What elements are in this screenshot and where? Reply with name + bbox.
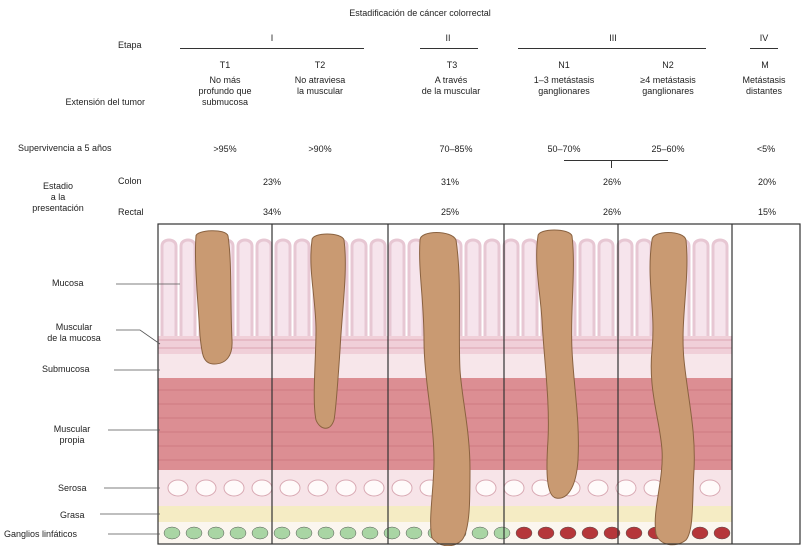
villus bbox=[238, 240, 252, 336]
lymph-node bbox=[274, 527, 290, 539]
villus bbox=[694, 240, 708, 336]
lymph-node bbox=[208, 527, 224, 539]
lymph-node bbox=[296, 527, 312, 539]
villus bbox=[523, 240, 537, 336]
lymph-node bbox=[516, 527, 532, 539]
villus bbox=[713, 240, 727, 336]
lymph-node bbox=[626, 527, 642, 539]
lymph-node bbox=[252, 527, 268, 539]
lymph-node bbox=[714, 527, 730, 539]
serosa-blob bbox=[280, 480, 300, 496]
lymph-node bbox=[318, 527, 334, 539]
serosa-blob bbox=[252, 480, 272, 496]
lymph-node bbox=[560, 527, 576, 539]
serosa-blob bbox=[588, 480, 608, 496]
villus bbox=[504, 240, 518, 336]
villus bbox=[618, 240, 632, 336]
serosa-blob bbox=[336, 480, 356, 496]
lymph-node bbox=[362, 527, 378, 539]
lymph-node bbox=[340, 527, 356, 539]
lymph-node bbox=[582, 527, 598, 539]
serosa-blob bbox=[364, 480, 384, 496]
lymph-node bbox=[406, 527, 422, 539]
serosa-blob bbox=[196, 480, 216, 496]
serosa-blob bbox=[224, 480, 244, 496]
lymph-node bbox=[692, 527, 708, 539]
serosa-blob bbox=[476, 480, 496, 496]
villus bbox=[257, 240, 271, 336]
villus bbox=[371, 240, 385, 336]
serosa-blob bbox=[168, 480, 188, 496]
serosa-blob bbox=[504, 480, 524, 496]
villus bbox=[390, 240, 404, 336]
villus bbox=[637, 240, 651, 336]
villus bbox=[162, 240, 176, 336]
lymph-node bbox=[538, 527, 554, 539]
lymph-node bbox=[164, 527, 180, 539]
serosa-blob bbox=[308, 480, 328, 496]
villus bbox=[580, 240, 594, 336]
lymph-node bbox=[230, 527, 246, 539]
serosa-blob bbox=[392, 480, 412, 496]
lymph-node bbox=[494, 527, 510, 539]
serosa-blob bbox=[616, 480, 636, 496]
villus bbox=[466, 240, 480, 336]
serosa-blob bbox=[700, 480, 720, 496]
lymph-node bbox=[384, 527, 400, 539]
villus bbox=[352, 240, 366, 336]
tumor-t1 bbox=[195, 231, 232, 364]
villus bbox=[295, 240, 309, 336]
villus bbox=[485, 240, 499, 336]
villus bbox=[181, 240, 195, 336]
lymph-node bbox=[186, 527, 202, 539]
villus bbox=[599, 240, 613, 336]
villus bbox=[276, 240, 290, 336]
lymph-node bbox=[472, 527, 488, 539]
